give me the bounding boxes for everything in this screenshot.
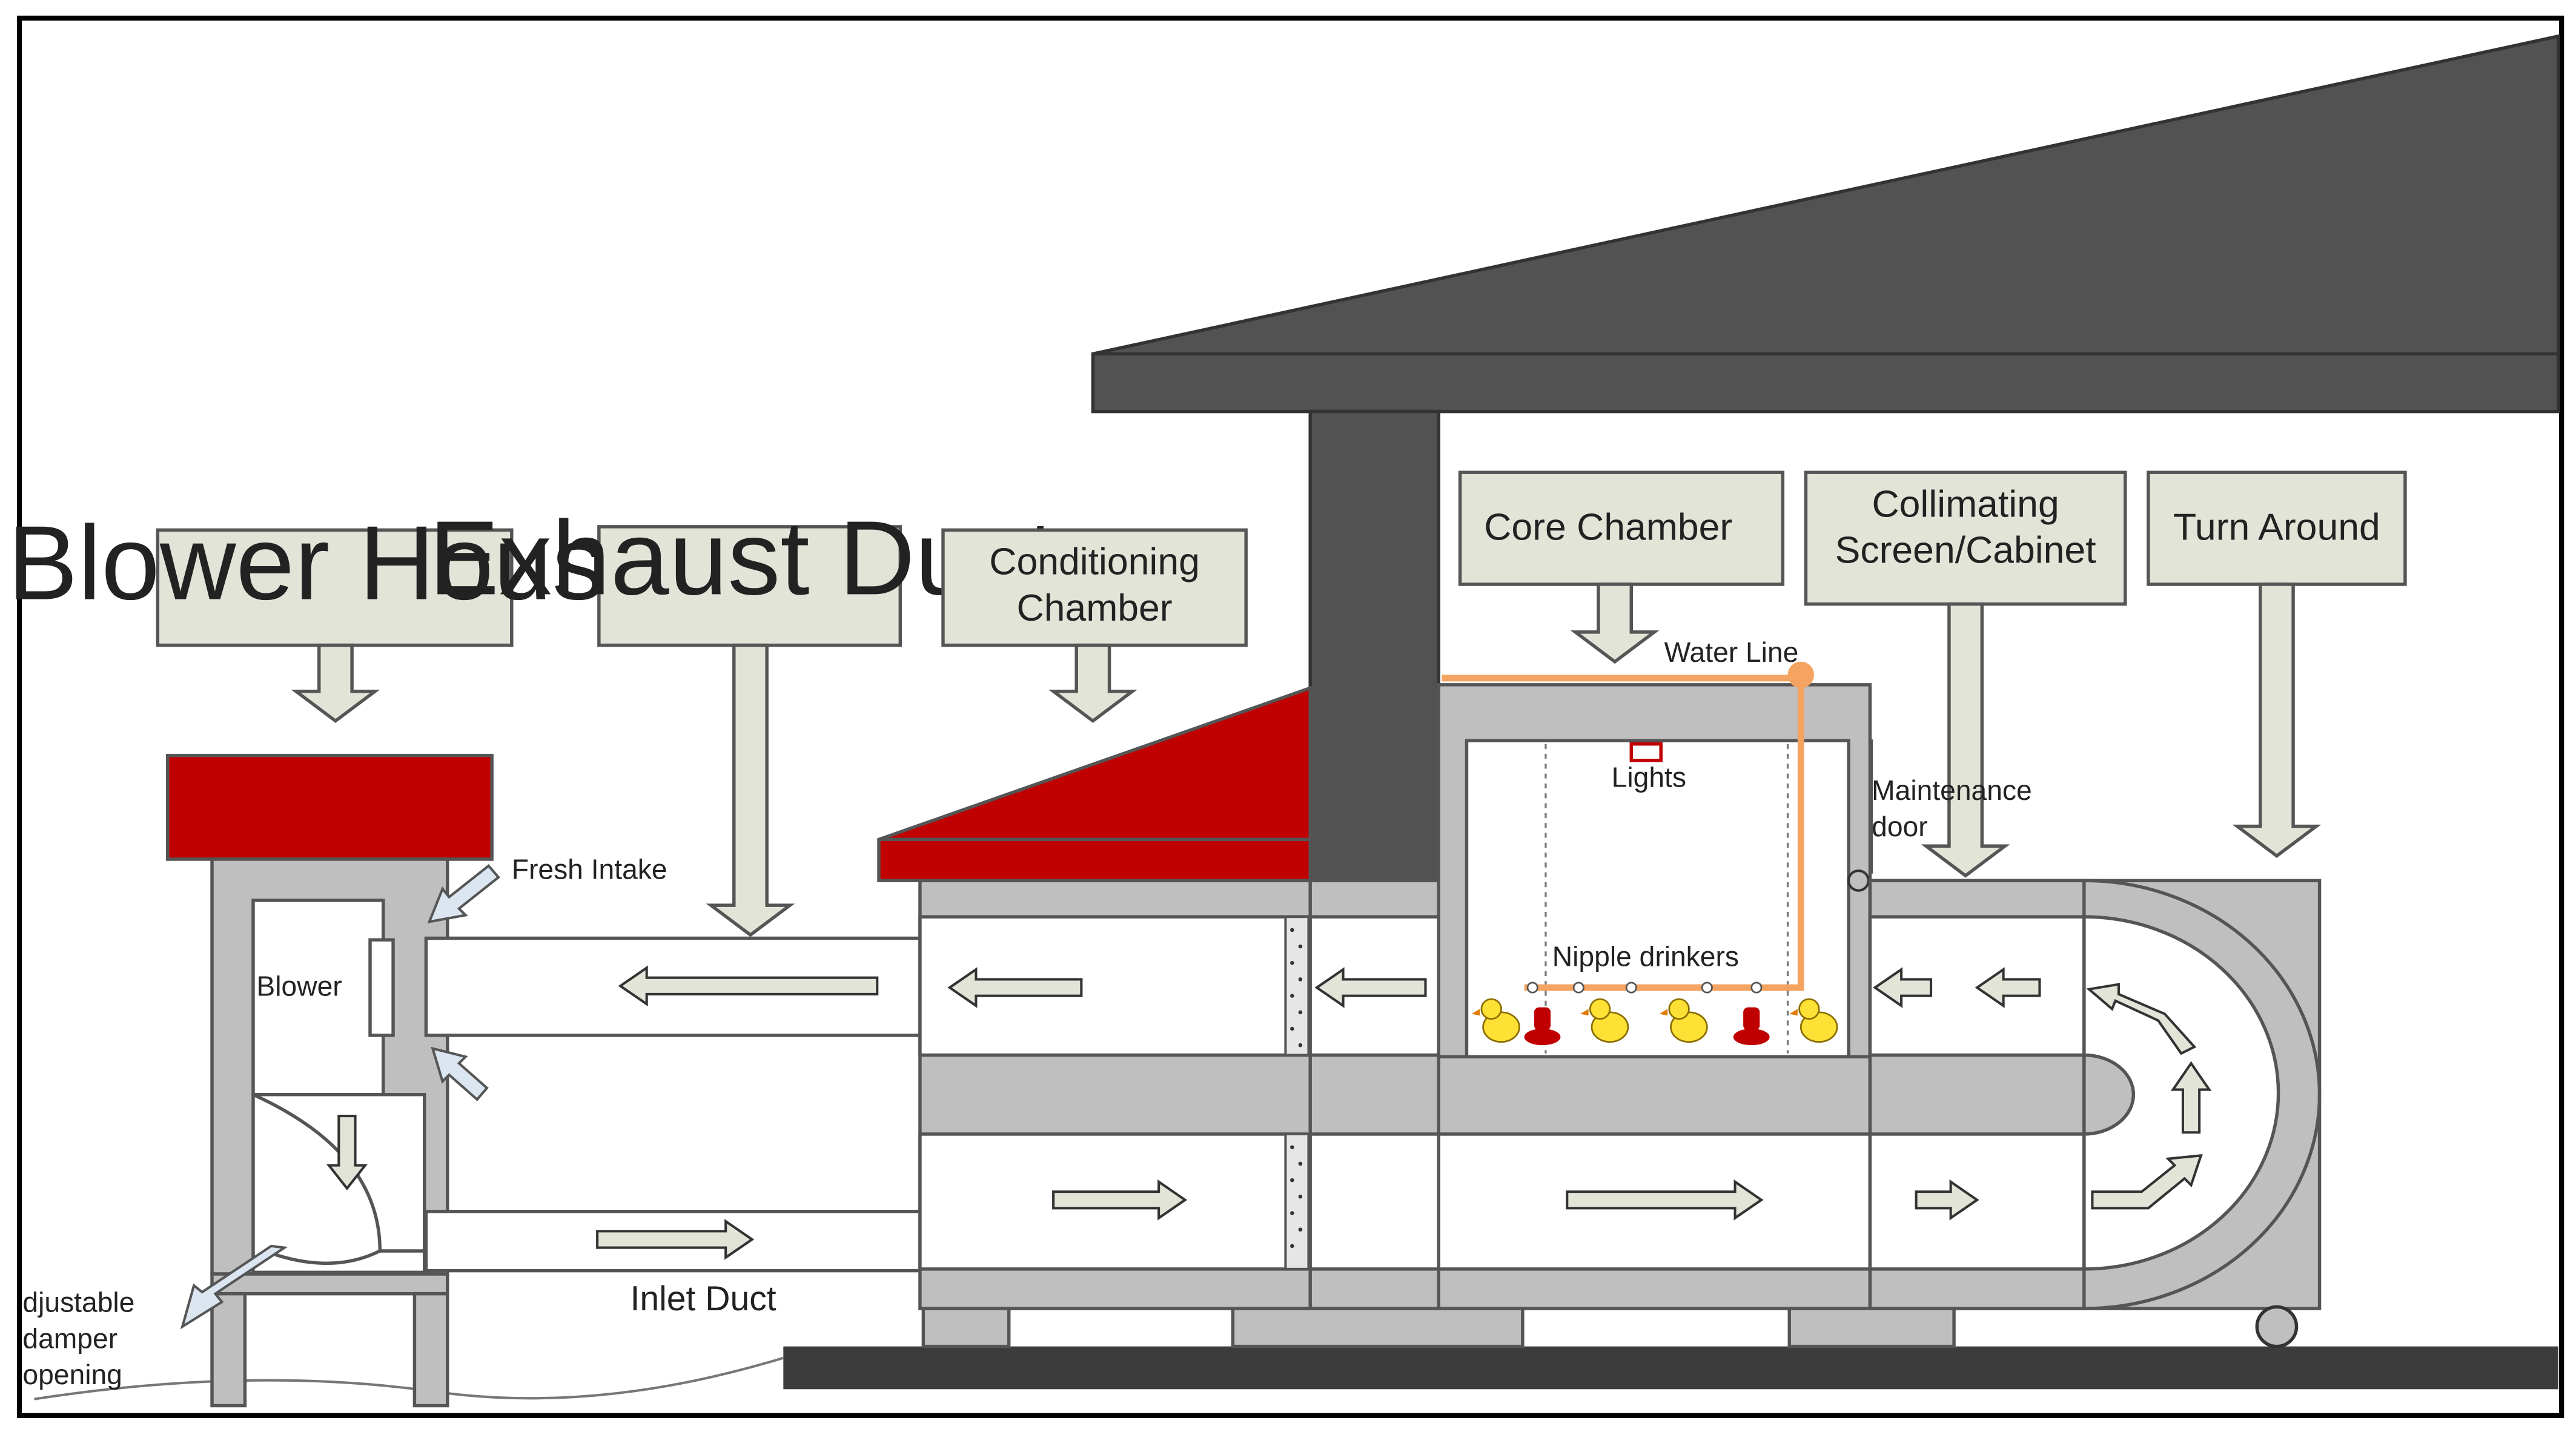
- door-hinge: [1847, 869, 1870, 892]
- nipple-drinker-points: [1526, 982, 1763, 994]
- flow-arrow-icon: [1975, 967, 2041, 1008]
- flow-arrow-icon: [618, 965, 879, 1007]
- intake-arrow-icon: [431, 1046, 489, 1101]
- label-blower: Blower: [256, 971, 342, 1002]
- red-feeder-icon: [1733, 1007, 1770, 1046]
- label-nipple-drinkers: Nipple drinkers: [1552, 941, 1739, 972]
- callout-turn-around: Turn Around: [2147, 470, 2407, 858]
- flow-arrow-icon: [1873, 967, 1933, 1008]
- callout-blower-house-label: Blower House: [7, 504, 663, 621]
- chick-icon: [1471, 998, 1520, 1043]
- callout-collimating-label-1: Collimating: [1872, 483, 2059, 526]
- flow-arrow-icon: [2170, 1061, 2212, 1134]
- light-fixture: [1629, 742, 1663, 762]
- chick-icon: [1580, 998, 1629, 1043]
- flow-arrow-icon: [2086, 983, 2197, 1055]
- flow-arrow-icon: [326, 1115, 368, 1190]
- label-maintenance-door-1: Maintenance: [1872, 774, 2032, 806]
- damper-arrow-icon: [180, 1244, 288, 1330]
- red-feeder-icon: [1524, 1007, 1561, 1046]
- callout-collimating-label-2: Screen/Cabinet: [1835, 529, 2096, 572]
- tunnel-supports: [921, 1307, 1956, 1348]
- callout-turn-around-label: Turn Around: [2173, 506, 2380, 549]
- flow-arrow-icon: [1314, 967, 1427, 1008]
- callout-core-chamber: Core Chamber: [1458, 470, 1785, 664]
- flow-arrow-icon: [947, 967, 1083, 1008]
- callout-collimating-screen: Collimating Screen/Cabinet: [1804, 470, 2127, 878]
- flow-arrow-icon: [1915, 1179, 1979, 1221]
- label-water-line: Water Line: [1664, 636, 1799, 668]
- flow-arrow-icon: [1052, 1179, 1188, 1221]
- building-wall-post: [1308, 409, 1440, 883]
- flow-arrow-icon: [596, 1219, 755, 1260]
- flow-arrow-icon: [2091, 1153, 2203, 1210]
- fresh-intake-arrows: [180, 864, 500, 1330]
- label-inlet-duct: Inlet Duct: [631, 1279, 776, 1318]
- water-line: [1442, 661, 1815, 991]
- intake-arrow-icon: [427, 864, 500, 923]
- chick-icon: [1789, 998, 1838, 1043]
- ground-slab: [783, 1346, 2558, 1390]
- label-lights: Lights: [1612, 761, 1686, 793]
- building-roof: [1091, 34, 2560, 414]
- turn-around-section: [1868, 879, 2322, 1310]
- flow-arrows: [326, 965, 2212, 1260]
- chick-icon: [1659, 998, 1708, 1043]
- callout-conditioning-label-1: Conditioning: [989, 541, 1200, 583]
- callout-core-chamber-label: Core Chamber: [1484, 506, 1732, 549]
- label-maintenance-door-2: door: [1872, 811, 1927, 842]
- label-damper-2: damper: [22, 1322, 118, 1354]
- callout-conditioning-chamber: Conditioning Chamber: [941, 528, 1248, 724]
- label-fresh-intake: Fresh Intake: [512, 854, 667, 885]
- callout-conditioning-label-2: Chamber: [1017, 587, 1173, 629]
- flow-arrow-icon: [1566, 1179, 1764, 1221]
- wheel-icon: [2255, 1305, 2299, 1348]
- label-damper-1: djustable: [22, 1287, 134, 1318]
- callout-blower-house: Blower House: [7, 504, 663, 724]
- label-damper-3: opening: [22, 1359, 122, 1390]
